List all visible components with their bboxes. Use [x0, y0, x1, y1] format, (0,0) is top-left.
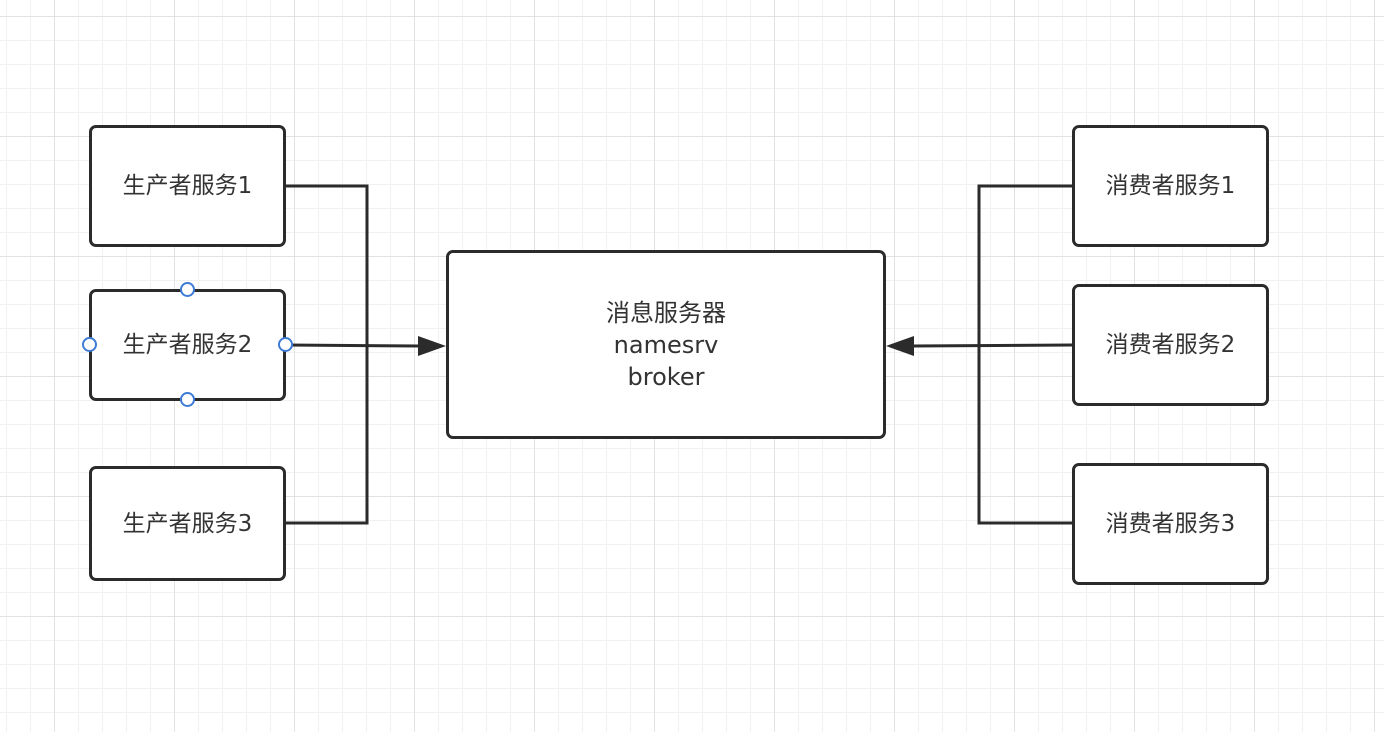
connection-handle-top[interactable] [180, 282, 195, 297]
consumer-service-1-label: 消费者服务1 [1105, 173, 1236, 199]
consumer-3-connector[interactable] [977, 346, 1073, 525]
consumer-arrowhead [886, 336, 914, 356]
consumer-1-connector[interactable] [977, 184, 1073, 346]
producer-service-3[interactable]: 生产者服务3 [89, 466, 286, 581]
consumer-service-1[interactable]: 消费者服务1 [1072, 125, 1269, 247]
message-server[interactable]: 消息服务器 namesrv broker [446, 250, 886, 439]
consumer-2-connector[interactable] [911, 343, 1074, 348]
connection-handle-bottom[interactable] [180, 392, 195, 407]
producer-service-1[interactable]: 生产者服务1 [89, 125, 286, 247]
consumer-service-2[interactable]: 消费者服务2 [1072, 284, 1269, 406]
producer-arrowhead [418, 336, 446, 356]
message-server-title: 消息服务器 [606, 298, 726, 327]
connection-handle-left[interactable] [82, 337, 97, 352]
producer-1-connector[interactable] [286, 184, 369, 346]
consumer-service-3-label: 消费者服务3 [1105, 511, 1236, 537]
producer-service-2-label: 生产者服务2 [122, 332, 253, 358]
consumer-service-2-label: 消费者服务2 [1105, 332, 1236, 358]
producer-3-connector[interactable] [286, 346, 369, 525]
producer-service-3-label: 生产者服务3 [122, 510, 253, 537]
message-server-namesrv: namesrv [613, 330, 719, 359]
connection-handle-right[interactable] [278, 337, 293, 352]
producer-2-connector[interactable] [285, 343, 421, 348]
producer-service-2[interactable]: 生产者服务2 [82, 282, 293, 407]
message-server-broker: broker [627, 362, 705, 391]
producer-service-1-label: 生产者服务1 [122, 173, 253, 199]
consumer-service-3[interactable]: 消费者服务3 [1072, 463, 1269, 585]
